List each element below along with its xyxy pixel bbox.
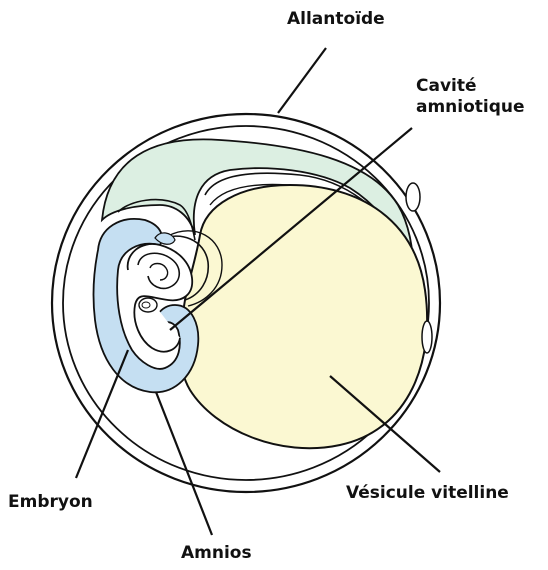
pointer-embryon bbox=[76, 350, 128, 478]
label-cavite-line2: amniotique bbox=[416, 97, 525, 118]
membrane-bulge-upper bbox=[406, 183, 420, 211]
label-amnios: Amnios bbox=[181, 543, 252, 564]
label-allantoide: Allantoïde bbox=[287, 9, 385, 30]
label-vesicule-vitelline: Vésicule vitelline bbox=[346, 483, 509, 504]
pointer-amnios bbox=[156, 392, 212, 535]
membrane-bulge-lower bbox=[422, 321, 432, 353]
label-cavite-amniotique: Cavité amniotique bbox=[416, 76, 525, 118]
yolk-sac bbox=[180, 185, 427, 448]
label-cavite-line1: Cavité bbox=[416, 76, 525, 97]
label-embryon: Embryon bbox=[8, 492, 93, 513]
pointer-allantoide bbox=[278, 48, 326, 113]
